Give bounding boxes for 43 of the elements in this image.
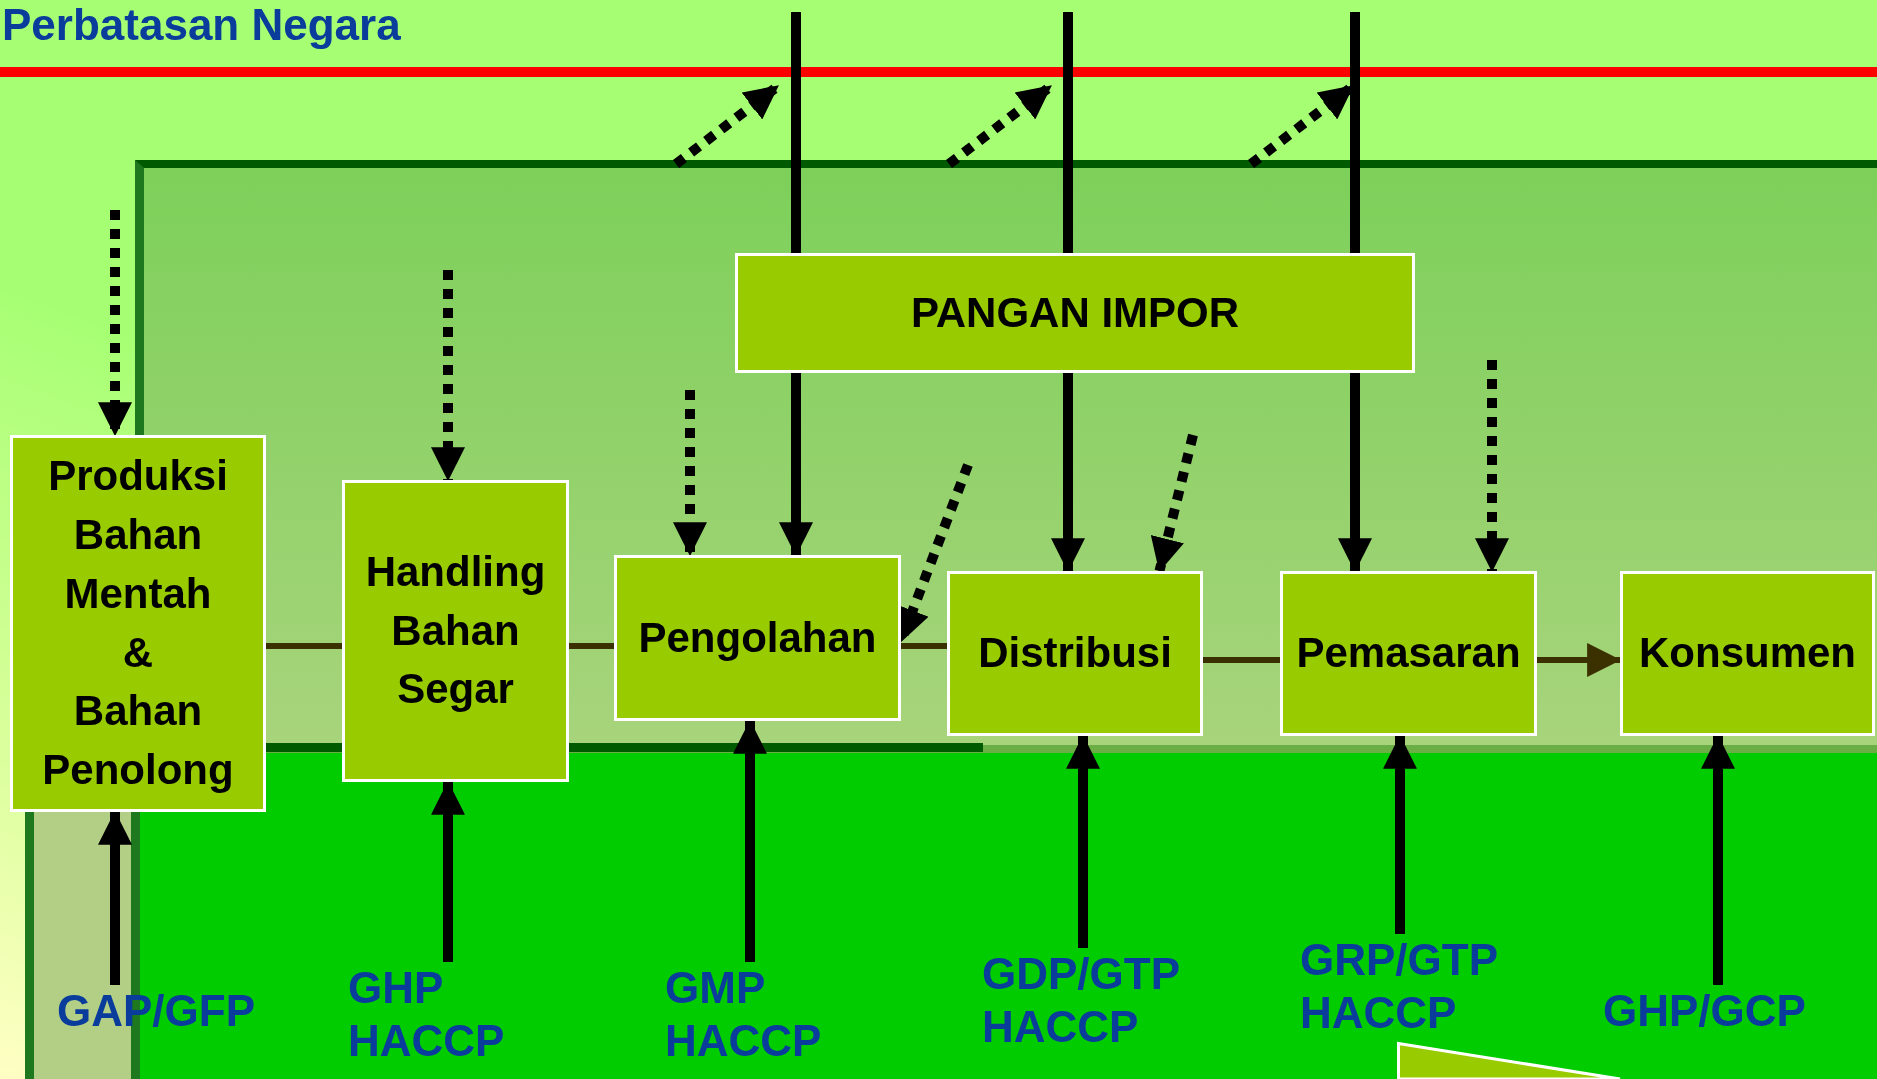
arrow (779, 373, 813, 557)
box-label: Pemasaran (1296, 628, 1521, 679)
standard-label: GHP/GCP (1603, 985, 1806, 1038)
arrow (98, 210, 132, 437)
standard-label: GHP HACCP (348, 962, 505, 1068)
arrow (431, 780, 465, 962)
box-label: Pengolahan (638, 612, 877, 663)
connector-line (1203, 657, 1280, 663)
arrow (1051, 373, 1085, 573)
standard-label: GMP HACCP (665, 962, 822, 1068)
arrow (1066, 734, 1100, 948)
process-box (1620, 571, 1875, 736)
arrow (431, 270, 465, 482)
process-box (342, 480, 569, 782)
arrow (98, 810, 132, 985)
process-box (1280, 571, 1537, 736)
box-label: PANGAN IMPOR (910, 287, 1240, 338)
process-box (614, 555, 901, 721)
arrow (1537, 643, 1622, 677)
box-label: Produksi Bahan Mentah & Bahan Penolong (42, 451, 234, 796)
arrow (1475, 360, 1509, 573)
connector-line (569, 643, 614, 649)
standard-label: GDP/GTP HACCP (982, 948, 1180, 1054)
arrow (1338, 373, 1372, 573)
connector-line (1063, 12, 1073, 253)
process-box (947, 571, 1203, 736)
box-label: Konsumen (1639, 628, 1856, 679)
connector-line (1350, 12, 1360, 253)
process-box (10, 435, 266, 812)
wedge-shape (1397, 1042, 1620, 1079)
process-box (735, 253, 1415, 373)
arrow (1701, 734, 1735, 985)
arrow (733, 719, 767, 962)
arrow (1383, 734, 1417, 934)
connector-line (791, 12, 801, 253)
standard-label: GRP/GTP HACCP (1300, 934, 1498, 1040)
border-label: Perbatasan Negara (2, 0, 401, 50)
box-label: Distribusi (978, 628, 1172, 679)
arrow (1150, 433, 1198, 573)
connector-line (901, 643, 947, 649)
box-label: Handling Bahan Segar (365, 546, 546, 715)
arrow (673, 390, 707, 557)
connector-line (266, 643, 342, 649)
